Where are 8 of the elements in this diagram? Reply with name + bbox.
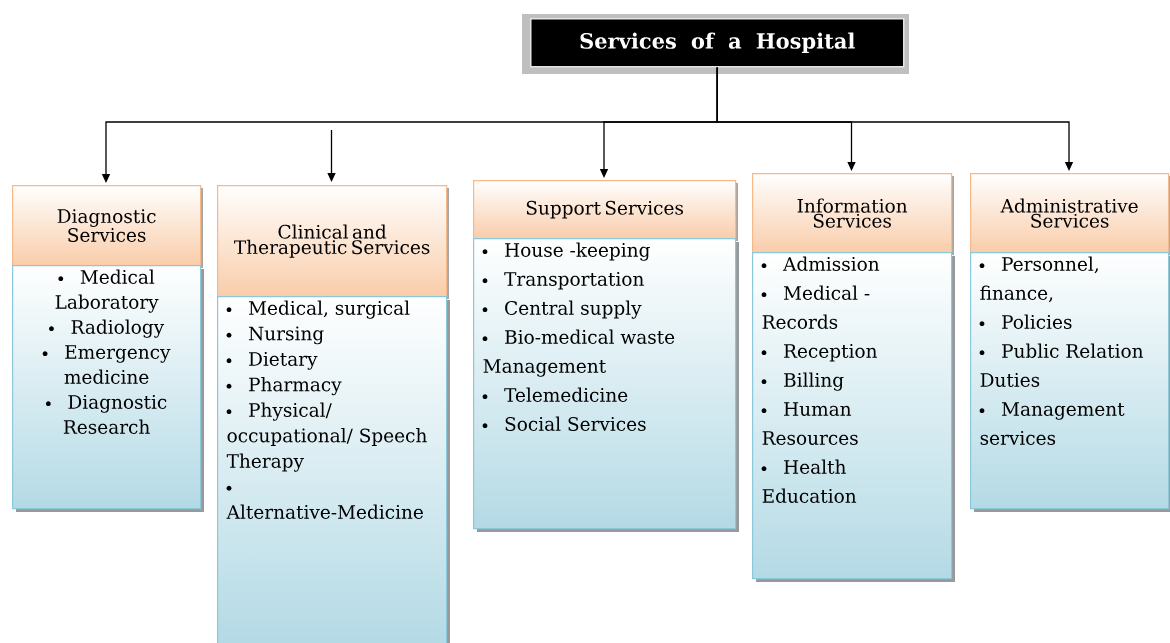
header-box: Information Services (752, 173, 954, 255)
header-box: Clinical and Therapeutic Services (217, 185, 449, 299)
arrow (327, 129, 336, 182)
header-box: Administrative Services (970, 173, 1170, 255)
header-box: Diagnostic Services (12, 185, 203, 268)
title-box: Services of a Hospital (522, 14, 909, 74)
arrow (716, 66, 1074, 171)
header-box: Support Services (473, 180, 738, 241)
